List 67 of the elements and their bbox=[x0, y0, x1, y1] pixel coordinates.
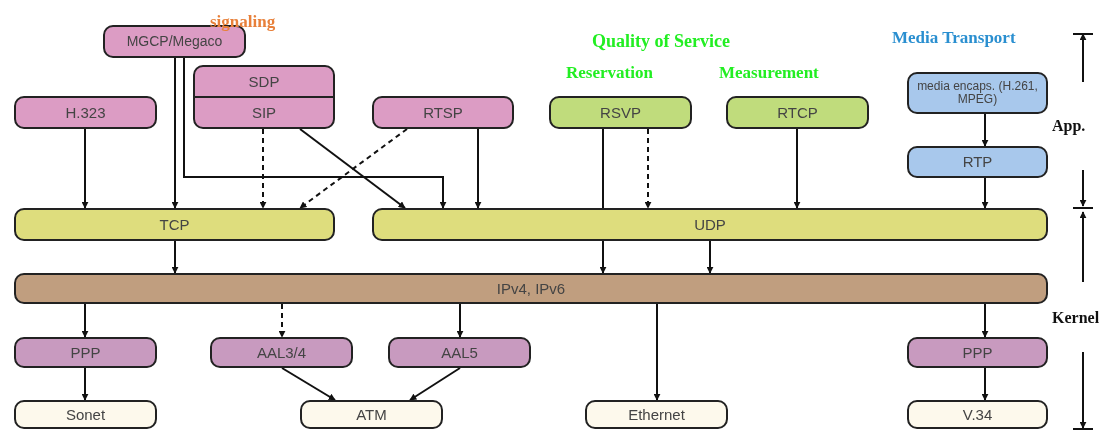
protocol-name: RSVP bbox=[599, 102, 642, 123]
protocol-name: UDP bbox=[693, 214, 727, 235]
protocol-box bbox=[549, 96, 692, 129]
arrow bbox=[599, 240, 607, 274]
protocol-box bbox=[372, 208, 1048, 241]
arrow bbox=[981, 303, 989, 338]
protocol-name: Sonet bbox=[64, 404, 107, 425]
protocol-name: MGCP/Megaco bbox=[125, 32, 224, 52]
arrow bbox=[644, 128, 652, 209]
arrow bbox=[981, 367, 989, 401]
protocol-name: AAL5 bbox=[440, 342, 479, 363]
section-heading: Measurement bbox=[719, 63, 819, 83]
protocol-name: PPP bbox=[69, 342, 102, 363]
protocol-name: SDP bbox=[247, 71, 281, 92]
protocol-box bbox=[907, 146, 1048, 178]
protocol-name: AAL3/4 bbox=[255, 342, 308, 363]
arrow bbox=[81, 128, 89, 209]
protocol-name: Ethernet bbox=[627, 404, 686, 425]
arrow bbox=[281, 367, 336, 401]
arrow bbox=[171, 240, 179, 274]
protocol-box bbox=[14, 273, 1048, 304]
protocol-box bbox=[372, 96, 514, 129]
arrow bbox=[81, 367, 89, 401]
protocol-box bbox=[907, 337, 1048, 368]
protocol-box bbox=[907, 400, 1048, 429]
protocol-name: H.323 bbox=[64, 102, 107, 123]
protocol-name: RTSP bbox=[422, 102, 464, 123]
arrow bbox=[171, 57, 179, 209]
protocol-box bbox=[14, 96, 157, 129]
layer-label: Kernel bbox=[1052, 309, 1100, 327]
protocol-name: TCP bbox=[158, 214, 191, 235]
protocol-name: RTCP bbox=[776, 102, 819, 123]
protocol-box bbox=[193, 65, 335, 129]
arrow bbox=[259, 128, 267, 209]
arrow bbox=[81, 303, 89, 338]
protocol-name: ATM bbox=[355, 404, 388, 425]
arrow bbox=[981, 177, 989, 209]
protocol-name: V.34 bbox=[961, 404, 994, 425]
arrow bbox=[474, 128, 482, 209]
protocol-box bbox=[300, 400, 443, 429]
arrow bbox=[409, 367, 461, 401]
arrow bbox=[653, 303, 661, 401]
protocol-name: IPv4, IPv6 bbox=[495, 278, 567, 299]
arrow bbox=[456, 303, 464, 338]
connector-line bbox=[602, 128, 604, 209]
section-heading: Reservation bbox=[566, 63, 653, 83]
arrow bbox=[981, 113, 989, 147]
protocol-name: RTP bbox=[961, 152, 994, 173]
protocol-box bbox=[14, 208, 335, 241]
protocol-box bbox=[388, 337, 531, 368]
protocol-name: media encaps. (H.261, MPEG) bbox=[916, 78, 1039, 108]
protocol-box bbox=[210, 337, 353, 368]
protocol-box bbox=[14, 337, 157, 368]
protocol-name: SIP bbox=[195, 96, 333, 127]
arrow bbox=[793, 128, 801, 209]
arrow bbox=[706, 240, 714, 274]
protocol-name: PPP bbox=[961, 342, 994, 363]
protocol-box bbox=[14, 400, 157, 429]
section-heading: Quality of Service bbox=[592, 31, 730, 52]
protocol-box bbox=[726, 96, 869, 129]
section-heading: signaling bbox=[210, 12, 276, 32]
arrow bbox=[183, 57, 447, 209]
section-heading: Media Transport bbox=[892, 28, 1016, 48]
protocol-box bbox=[585, 400, 728, 429]
layer-label: App. bbox=[1052, 117, 1086, 135]
arrow bbox=[278, 303, 286, 338]
protocol-box bbox=[907, 72, 1048, 114]
